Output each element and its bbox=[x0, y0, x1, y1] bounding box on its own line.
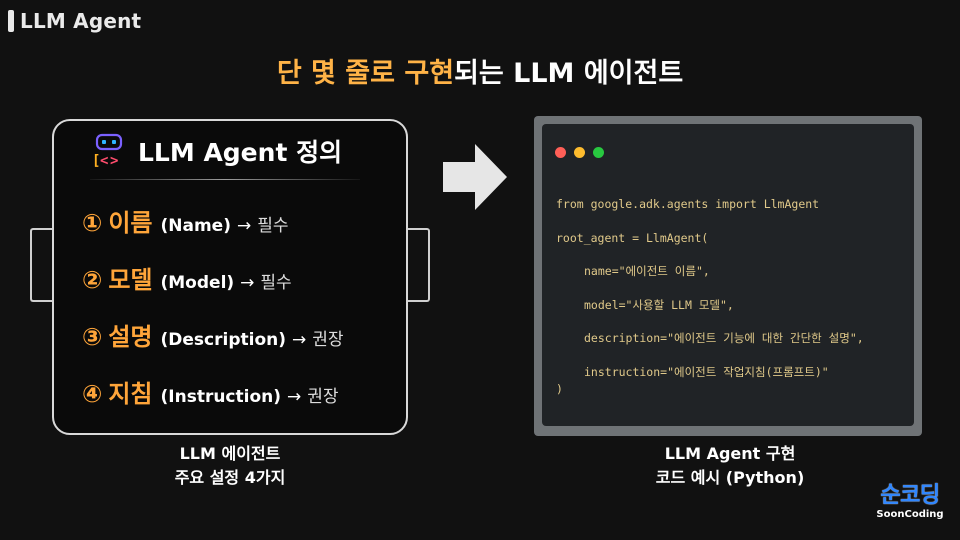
item-english: (Model) bbox=[160, 273, 235, 293]
close-dot bbox=[555, 147, 566, 158]
brand-english: SoonCoding bbox=[876, 509, 944, 520]
definition-caption: LLM 에이전트 주요 설정 4가지 bbox=[52, 442, 408, 490]
card-side-tab-right bbox=[406, 228, 430, 302]
top-title: LLM Agent bbox=[8, 8, 141, 34]
definition-caption-line2: 주요 설정 4가지 bbox=[174, 468, 286, 487]
minimize-dot bbox=[574, 147, 585, 158]
item-number: ② bbox=[82, 266, 103, 294]
setting-item-instruction: ④ 지침 (Instruction) → 권장 bbox=[82, 374, 339, 409]
brand-logo: 순코딩 SoonCoding bbox=[872, 484, 948, 522]
item-english: (Instruction) bbox=[160, 387, 282, 407]
robot-icon: [ < > bbox=[92, 133, 126, 169]
setting-item-description: ③ 설명 (Description) → 권장 bbox=[82, 317, 344, 352]
item-keyword: 모델 bbox=[108, 266, 153, 294]
setting-item-model: ② 모델 (Model) → 필수 bbox=[82, 260, 292, 295]
code-line: instruction="에이전트 작업지침(프롬프트)" bbox=[584, 364, 829, 379]
code-caption-line1: LLM Agent 구현 bbox=[664, 444, 796, 463]
item-arrow: → bbox=[240, 273, 255, 293]
item-requirement: 권장 bbox=[312, 330, 344, 350]
item-number: ③ bbox=[82, 323, 103, 351]
item-keyword: 지침 bbox=[108, 380, 153, 408]
code-line: description="에이전트 기능에 대한 간단한 설명", bbox=[584, 331, 864, 345]
code-block: from google.adk.agents import LlmAgent r… bbox=[556, 188, 864, 397]
item-number: ① bbox=[82, 209, 103, 237]
item-arrow: → bbox=[287, 387, 302, 407]
card-title: LLM Agent 정의 bbox=[138, 138, 343, 167]
item-english: (Description) bbox=[160, 330, 287, 350]
item-number: ④ bbox=[82, 380, 103, 408]
item-english: (Name) bbox=[160, 216, 231, 236]
code-caption: LLM Agent 구현 코드 예시 (Python) bbox=[540, 442, 920, 490]
code-line: name="에이전트 이름", bbox=[584, 264, 710, 278]
item-requirement: 필수 bbox=[257, 216, 289, 236]
definition-card: [ < > LLM Agent 정의 ① 이름 (Name) → 필수 ② 모델… bbox=[52, 119, 408, 435]
svg-text:[: [ bbox=[92, 153, 100, 169]
item-requirement: 권장 bbox=[307, 387, 339, 407]
item-arrow: → bbox=[236, 216, 252, 236]
code-line: model="사용할 LLM 모델", bbox=[584, 297, 734, 312]
code-caption-line2: 코드 예시 (Python) bbox=[655, 468, 805, 487]
code-line: root_agent = LlmAgent( bbox=[556, 230, 709, 245]
title-accent-bar bbox=[8, 10, 14, 32]
item-keyword: 설명 bbox=[108, 323, 153, 351]
card-header: [ < > LLM Agent 정의 bbox=[92, 133, 342, 169]
item-requirement: 필수 bbox=[260, 273, 292, 293]
headline-rest: 되는 LLM 에이전트 bbox=[454, 58, 684, 89]
top-title-text: LLM Agent bbox=[20, 9, 142, 33]
brand-korean: 순코딩 bbox=[880, 483, 940, 508]
window-controls bbox=[555, 147, 612, 158]
item-arrow: → bbox=[292, 330, 307, 350]
headline-highlight: 단 몇 줄로 구현 bbox=[276, 58, 455, 89]
definition-caption-line1: LLM 에이전트 bbox=[179, 444, 281, 463]
right-arrow-icon bbox=[443, 144, 507, 210]
code-line: ) bbox=[556, 382, 563, 396]
code-window-frame: from google.adk.agents import LlmAgent r… bbox=[534, 116, 922, 436]
card-divider bbox=[90, 179, 360, 180]
svg-text:>: > bbox=[110, 153, 118, 169]
setting-item-name: ① 이름 (Name) → 필수 bbox=[82, 203, 289, 238]
maximize-dot bbox=[593, 147, 604, 158]
code-window: from google.adk.agents import LlmAgent r… bbox=[542, 124, 914, 426]
svg-text:<: < bbox=[100, 153, 108, 169]
item-keyword: 이름 bbox=[108, 209, 153, 237]
card-side-tab-left bbox=[30, 228, 54, 302]
code-line: from google.adk.agents import LlmAgent bbox=[556, 197, 820, 211]
page-headline: 단 몇 줄로 구현되는 LLM 에이전트 bbox=[0, 51, 960, 90]
